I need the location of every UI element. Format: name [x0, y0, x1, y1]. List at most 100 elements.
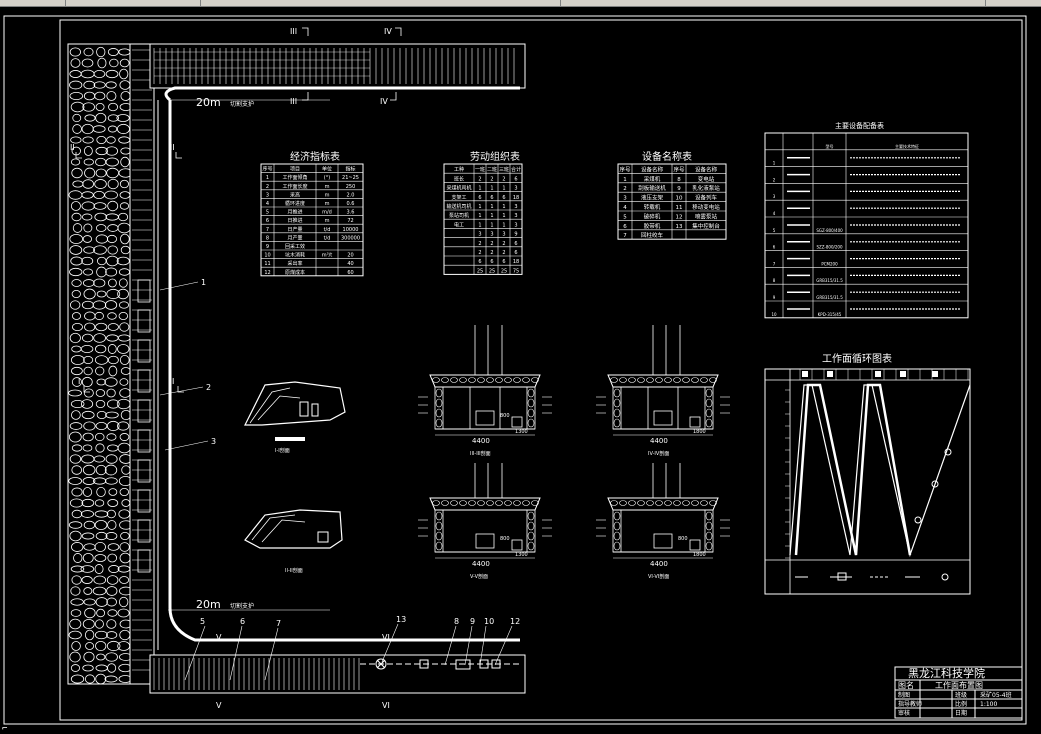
equip-cell: 胶带机: [644, 222, 661, 230]
section-width-label: 4400: [472, 560, 490, 568]
title-block-drawing-name: 工作面布置图: [935, 680, 983, 690]
hydraulic-supports: [132, 49, 152, 671]
econ-cell: t/d: [324, 235, 331, 241]
support-column: [129, 43, 155, 685]
outer-frame: [3, 15, 1027, 725]
equip-cell: 7: [623, 233, 627, 239]
callout-1: 1: [201, 278, 206, 287]
section-dim-label: 1300: [515, 552, 528, 558]
mainequip-cell: GRB315/31.5: [816, 295, 843, 300]
econ-cell: 月推进: [287, 209, 302, 216]
section-II: II-II剖面: [244, 509, 343, 574]
cut-marker-I-left: I: [78, 377, 80, 386]
cut-marker-I-right: I: [172, 377, 174, 386]
econ-cell: 8: [266, 235, 269, 241]
dim-top-20m: 20m: [196, 96, 221, 109]
labor-cell: 电工: [454, 221, 464, 228]
equip-table-title: 设备名称表: [642, 150, 692, 163]
mainequip-cell: 7: [773, 261, 776, 266]
econ-cell: 指标: [345, 166, 355, 173]
upper-roadway-supports: [153, 48, 515, 84]
equip-cell: 8: [677, 177, 681, 183]
econ-cell: 4: [266, 201, 269, 207]
mainequip-cell: 8: [773, 278, 776, 283]
labor-cell: 6: [514, 241, 517, 247]
title-block-cell: 日期: [955, 709, 967, 717]
cut-marker-IV-bottom: IV: [380, 97, 388, 106]
section-dim-label: 1300: [515, 429, 528, 435]
econ-cell: 40: [347, 261, 353, 267]
econ-cell: (°): [324, 175, 330, 181]
section-I-label: I-I剖面: [275, 447, 290, 454]
econ-cell: 20: [347, 253, 353, 259]
econ-cell: 0.6: [347, 201, 355, 207]
labor-cell: 班长: [454, 175, 464, 182]
equip-cell: 11: [676, 205, 683, 211]
econ-cell: 3: [266, 192, 269, 198]
section-dim-label: 1800: [693, 429, 706, 435]
mainequip-cell: 6: [773, 245, 776, 250]
mainequip-cell: GRB315/31.5: [816, 278, 843, 283]
section-label: V-V剖面: [470, 573, 488, 580]
labor-cell: 2: [502, 250, 505, 256]
econ-cell: 1: [266, 175, 269, 181]
labor-cell: 9: [514, 232, 517, 238]
labor-cell: 75: [513, 268, 519, 274]
cycle-line-support: [794, 383, 912, 556]
title-block-cell: 审核: [898, 709, 910, 717]
labor-cell: 1: [478, 222, 481, 228]
rubble-pattern: [68, 46, 133, 685]
labor-cell: 1: [478, 204, 481, 210]
equip-cell: 4: [623, 205, 627, 211]
econ-cell: 9: [266, 244, 269, 250]
section-width-label: 4400: [650, 437, 668, 445]
title-block-cell: 比例: [955, 700, 967, 708]
callout-7: 7: [276, 619, 281, 628]
mainequip-cell: 9: [773, 295, 776, 300]
econ-table-title: 经济指标表: [290, 150, 340, 163]
equip-cell: 1: [623, 177, 627, 183]
cad-drawing-canvas[interactable]: 20m 切割支护 20m 切割支护 III III IV IV II II I …: [0, 6, 1041, 728]
econ-cell: m/d: [322, 210, 332, 216]
title-block-cell: 制图: [898, 691, 910, 699]
section-dim-label: 800: [500, 536, 510, 542]
dim-bottom-note: 切割支护: [230, 602, 254, 610]
econ-cell: 10000: [343, 227, 359, 233]
equip-cell: 5: [623, 214, 627, 220]
labor-cell: 2: [502, 241, 505, 247]
labor-cell: 2: [490, 250, 493, 256]
section-width-label: 4400: [650, 560, 668, 568]
equip-cell: 移动变电站: [692, 203, 720, 211]
econ-cell: 21~25: [342, 175, 359, 181]
title-block-cell: 班级: [955, 691, 967, 699]
econ-cell: 工作面长度: [282, 183, 307, 190]
labor-cell: 1: [490, 213, 493, 219]
equip-cell: 刮板输送机: [638, 184, 666, 192]
working-face-plan: 20m 切割支护 20m 切割支护 III III IV IV II II I …: [67, 27, 526, 710]
econ-cell: 6: [266, 218, 269, 224]
econ-cell: m: [325, 218, 330, 224]
cycle-line-cutting: [789, 384, 971, 558]
callout-10: 10: [484, 617, 494, 626]
labor-cell: 三班: [499, 166, 509, 173]
callout-12: 12: [510, 617, 520, 626]
equip-cell: 6: [623, 224, 627, 230]
labor-cell: 2: [478, 176, 481, 182]
labor-cell: 采煤机司机: [446, 185, 471, 192]
equip-cell: 序号: [673, 165, 685, 173]
mainequip-cell: SGZ-800/400: [816, 228, 843, 233]
equip-cell: 9: [677, 186, 681, 192]
econ-cell: 采高: [290, 191, 300, 198]
labor-cell: 6: [478, 259, 481, 265]
econ-cell: 序号: [262, 166, 272, 173]
callout-8: 8: [454, 617, 459, 626]
labor-cell: 25: [501, 268, 507, 274]
cut-marker-IV-top: IV: [384, 27, 392, 36]
labor-cell: 1: [490, 222, 493, 228]
cycle-legend: [795, 572, 949, 581]
econ-cell: 2.0: [347, 192, 355, 198]
